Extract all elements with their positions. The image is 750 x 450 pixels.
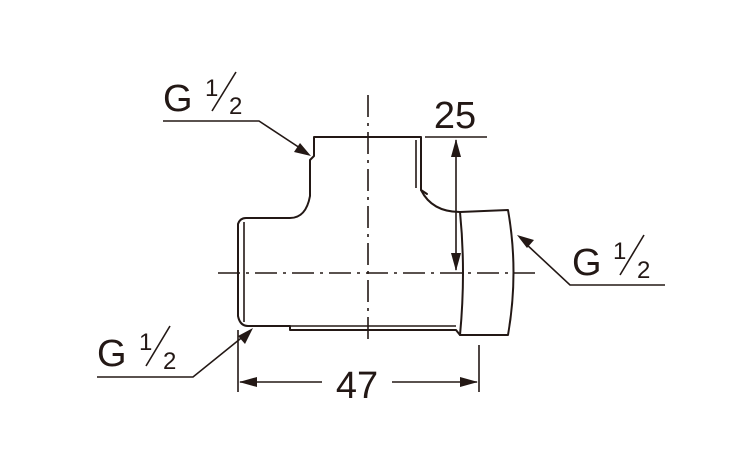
thread-label-letter: G — [163, 78, 193, 120]
leader-line — [97, 334, 246, 378]
thread-label-numerator: 1 — [205, 75, 218, 102]
leader-thread-top-left: G 1 2 — [163, 71, 311, 156]
fraction-slash — [145, 325, 171, 367]
leader-thread-right: G 1 2 — [517, 234, 665, 286]
tee-body-outline — [237, 136, 515, 336]
thread-label-denominator: 2 — [637, 257, 650, 284]
thread-label-denominator: 2 — [163, 348, 176, 375]
leader-line — [163, 120, 304, 151]
right-boss-edge — [459, 211, 464, 336]
arrowhead-left — [239, 377, 257, 387]
thread-label-numerator: 1 — [613, 238, 626, 265]
thread-label-letter: G — [572, 242, 602, 284]
thread-label-letter: G — [97, 333, 127, 375]
leader-line — [524, 242, 665, 286]
leader-arrowhead — [294, 143, 311, 156]
arrowhead-down — [451, 253, 461, 271]
arrowhead-up — [451, 139, 461, 157]
dimension-47-label: 47 — [336, 365, 378, 407]
fraction-slash — [619, 234, 645, 276]
fraction-slash — [211, 71, 237, 112]
top-thread-shoulder — [420, 189, 428, 195]
arrowhead-right — [460, 377, 478, 387]
dimension-47: 47 — [237, 330, 480, 407]
thread-label-denominator: 2 — [229, 93, 242, 120]
dimension-25-label: 25 — [434, 95, 476, 137]
dimension-25: 25 — [425, 95, 487, 271]
leader-arrowhead — [238, 328, 253, 344]
thread-label-numerator: 1 — [139, 329, 152, 356]
leader-arrowhead — [517, 235, 534, 248]
leader-thread-bottom-left: G 1 2 — [97, 325, 253, 378]
